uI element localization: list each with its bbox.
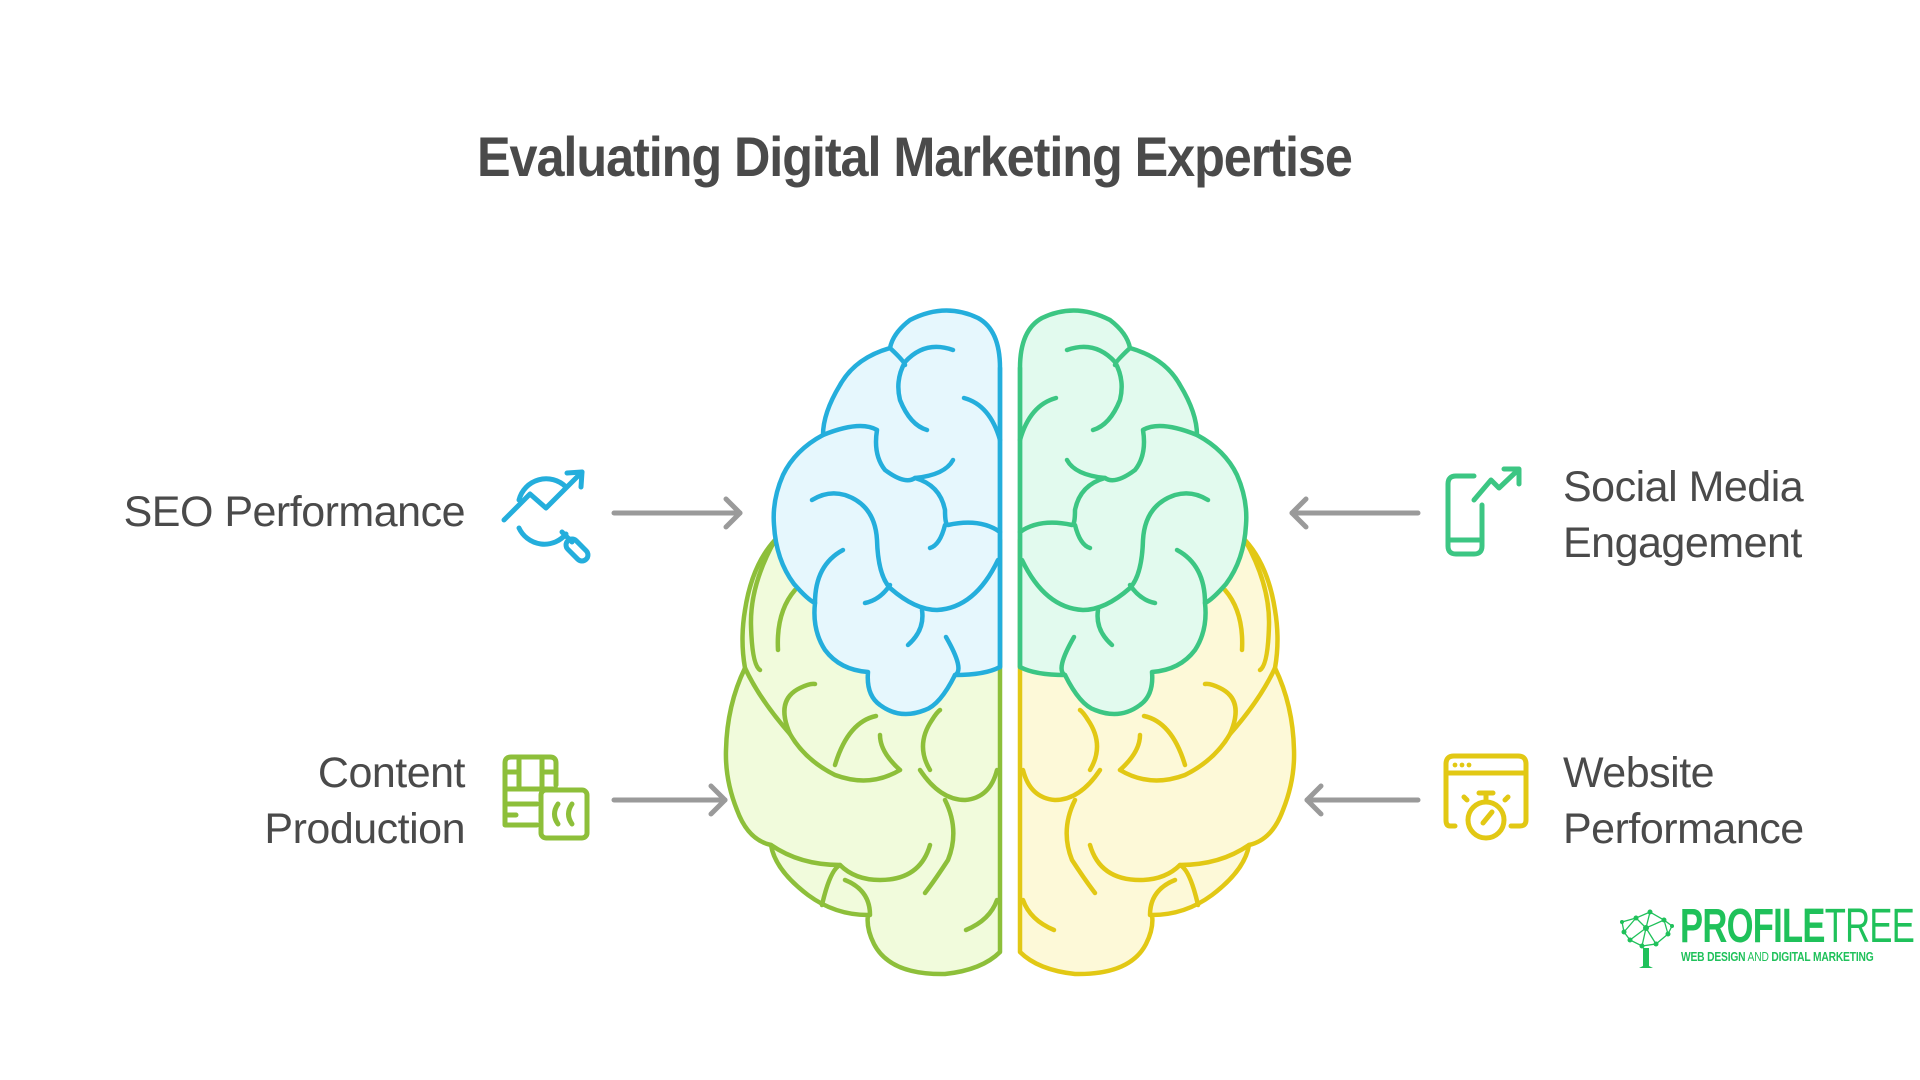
browser-dots-icon xyxy=(1452,762,1472,768)
logo-tagline-part: AND xyxy=(1745,950,1772,964)
label-line: Performance xyxy=(1563,805,1804,853)
label-line: Production xyxy=(264,805,465,853)
label-line: Content xyxy=(317,749,466,797)
label-website-performance: Website Performance xyxy=(1563,745,1804,857)
arrow-website xyxy=(1304,783,1421,817)
browser-stopwatch-icon xyxy=(1443,753,1529,841)
brain-illustration xyxy=(723,308,1297,977)
arrow-social xyxy=(1289,496,1421,530)
profiletree-logo: PROFILETREE WEB DESIGN AND DIGITAL MARKE… xyxy=(1618,900,1915,971)
logo-word-thin: TREE xyxy=(1824,900,1915,953)
label-line: Engagement xyxy=(1563,519,1802,567)
brain-lobe-seo-performance xyxy=(771,308,1003,717)
logo-tagline-part: DIGITAL MARKETING xyxy=(1771,950,1874,964)
logo-word-bold: PROFILE xyxy=(1680,900,1825,953)
seo-chart-magnifier-icon xyxy=(501,469,591,564)
label-social-media-engagement: Social Media Engagement xyxy=(1563,459,1804,571)
phone-trend-up-icon xyxy=(1445,466,1522,557)
label-line: Website xyxy=(1563,749,1715,797)
film-strip-closed-caption-icon xyxy=(502,754,590,841)
label-content-production: Content Production xyxy=(264,745,465,857)
logo-tagline: WEB DESIGN AND DIGITAL MARKETING xyxy=(1681,950,1874,964)
label-seo-performance: SEO Performance xyxy=(123,484,466,540)
arrow-seo xyxy=(611,496,743,530)
brain-lobe-social-media-engagement xyxy=(1017,308,1249,717)
logo-tagline-part: WEB DESIGN xyxy=(1681,950,1746,964)
label-line: SEO Performance xyxy=(123,488,466,536)
page-title: Evaluating Digital Marketing Expertise xyxy=(477,125,1353,188)
label-line: Social Media xyxy=(1563,463,1804,511)
logo-wordmark: PROFILETREE xyxy=(1680,899,1915,954)
arrow-content xyxy=(611,783,728,817)
profiletree-tree-icon xyxy=(1620,909,1674,968)
